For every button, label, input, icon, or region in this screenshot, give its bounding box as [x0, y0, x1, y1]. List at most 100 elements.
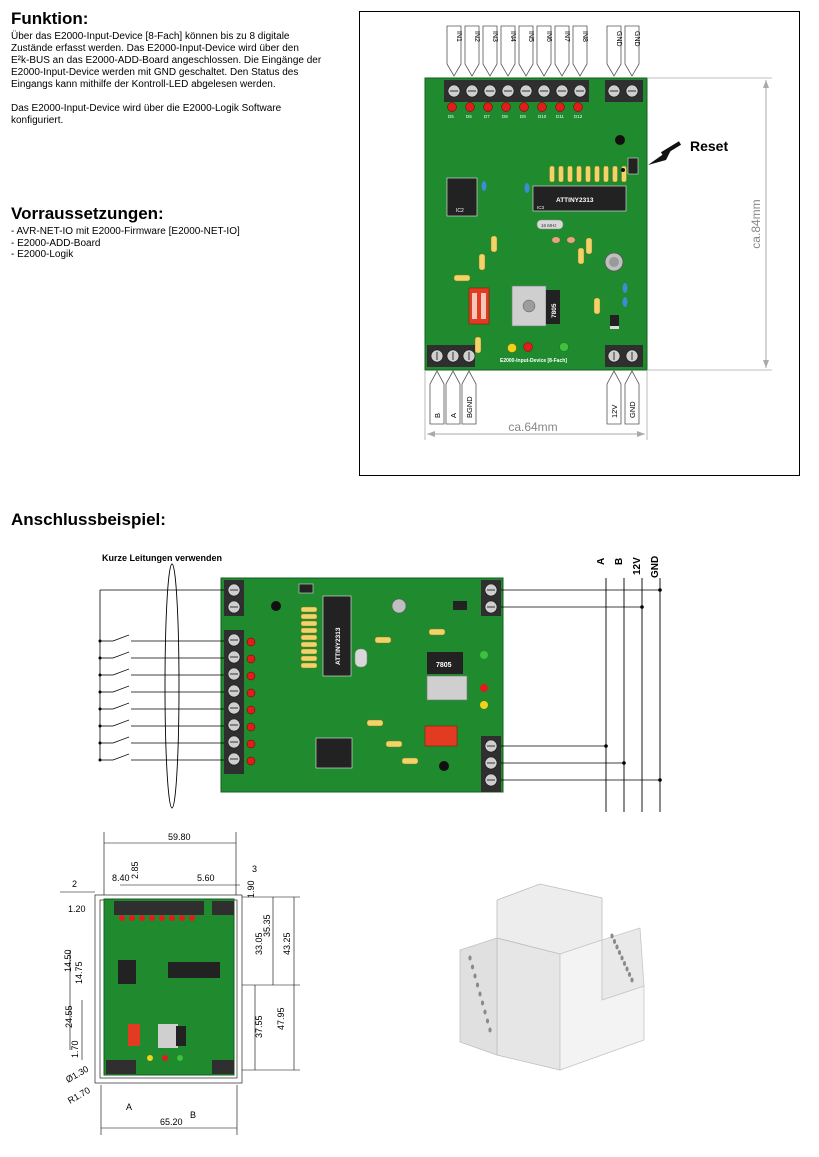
height-dimension-label: ca.84mm	[749, 199, 763, 248]
list-item: - E2000-ADD-Board	[11, 237, 101, 249]
regulator-label-wiring: 7805	[436, 662, 452, 669]
regulator-heatsink-wiring	[426, 675, 468, 701]
connector-tab	[624, 370, 640, 425]
connector-tab	[500, 25, 516, 77]
dimension-label: A	[126, 1102, 132, 1112]
terminal-hole	[630, 977, 634, 983]
connector-tab-label: B	[433, 413, 442, 418]
crystal-label: 16 MHz	[541, 223, 557, 228]
dimension-label: 5.60	[197, 873, 215, 883]
funktion-paragraph: Über das E2000-Input-Device [8-Fach] kön…	[11, 31, 351, 127]
resistor	[300, 634, 318, 641]
bus-label-a: A	[596, 558, 607, 565]
bus-label-12v: 12V	[632, 557, 643, 575]
dimension-label: 2.85	[130, 861, 140, 879]
led-label: D12	[574, 114, 583, 119]
din-rail-enclosure	[459, 883, 645, 1071]
resistor	[300, 655, 318, 662]
dimension-label: 2	[72, 879, 77, 889]
input-led	[447, 102, 457, 112]
terminal-hole	[485, 1018, 490, 1024]
text-line: Zustände erfasst werden. Das E2000-Input…	[11, 43, 299, 54]
status-led	[147, 1055, 153, 1061]
list-item: - AVR-NET-IO mit E2000-Firmware [E2000-N…	[11, 226, 240, 237]
junction-dot	[658, 588, 662, 592]
capacitor	[524, 183, 530, 193]
resistor	[612, 165, 618, 183]
connector-tab-label: 12V	[610, 405, 619, 418]
terminal-hole	[488, 1027, 492, 1033]
resistor	[453, 274, 471, 282]
input-led	[169, 915, 175, 921]
regulator-label: 7805	[551, 303, 558, 318]
connector-tab	[464, 25, 480, 77]
text-line: Das E2000-Input-Device wird über die E20…	[11, 103, 282, 114]
dimension-label: 59.80	[168, 832, 191, 842]
connector-tab-label: IN1	[455, 31, 462, 42]
capacitor	[481, 181, 487, 191]
enclosure-terminal-holes	[468, 933, 634, 1033]
connector-tab-label: IN2	[473, 31, 480, 42]
input-led	[129, 915, 135, 921]
terminal-hole	[483, 1009, 487, 1015]
resistor	[300, 627, 318, 634]
dimension-label: 8.40	[112, 873, 130, 883]
resistor	[300, 620, 318, 627]
voltage-regulator	[546, 290, 560, 324]
status-led-yellow	[480, 701, 488, 709]
wiring-diagram: Kurze Leitungen verwenden A B 12V GND AT…	[98, 553, 662, 812]
connector-tab-label: IN3	[491, 31, 498, 42]
junction-dot	[640, 605, 644, 609]
resistor	[300, 613, 318, 620]
terminal-hole	[612, 939, 617, 944]
capacitor	[622, 297, 628, 307]
switch-contact	[112, 685, 130, 693]
connector-tab-label: GND	[615, 31, 622, 47]
connector-tab-label: IN8	[581, 31, 588, 42]
input-led	[246, 671, 256, 681]
resistor	[300, 641, 318, 648]
led-label: D8	[502, 114, 508, 119]
terminal-block-inputs	[444, 80, 589, 102]
enclosure-left-step	[459, 937, 498, 1056]
dimension-label: 65.20	[160, 1117, 183, 1127]
list-item: - E2000-Logik	[11, 249, 74, 260]
input-led	[555, 102, 565, 112]
switch-contact	[112, 719, 130, 727]
connector-tab	[606, 370, 622, 425]
input-led	[519, 102, 529, 112]
pcb-board-mech	[103, 898, 235, 1076]
dimension-label: 35.35	[262, 914, 272, 937]
mounting-hole	[615, 135, 625, 145]
led-label: D5	[448, 114, 454, 119]
terminal-hole	[625, 966, 629, 972]
input-led	[119, 915, 125, 921]
led-label: D7	[484, 114, 490, 119]
input-led	[501, 102, 511, 112]
connector-tab-label: GND	[633, 31, 640, 47]
mounting-hole	[271, 601, 281, 611]
status-led-green	[559, 342, 569, 352]
connector-tab-label: IN4	[509, 31, 516, 42]
input-led	[483, 102, 493, 112]
terminal-hole	[480, 1000, 485, 1006]
diode	[610, 315, 619, 329]
resistor	[558, 165, 564, 183]
bus-label-gnd: GND	[650, 556, 661, 578]
resistor	[478, 253, 486, 271]
dimension-label: 3	[252, 864, 257, 874]
resistor	[603, 165, 609, 183]
terminal-hole	[620, 955, 624, 961]
resistor	[549, 165, 555, 183]
dimension-label: 43.25	[282, 932, 292, 955]
terminal-screws-bottom	[430, 349, 639, 363]
cable-bundle	[164, 563, 180, 809]
input-led	[159, 915, 165, 921]
terminal-block-mech	[106, 1060, 136, 1074]
connector-tab-label: IN7	[563, 31, 570, 42]
enclosure-front	[496, 937, 561, 1071]
resistor-bank	[549, 165, 627, 183]
input-led	[246, 705, 256, 715]
